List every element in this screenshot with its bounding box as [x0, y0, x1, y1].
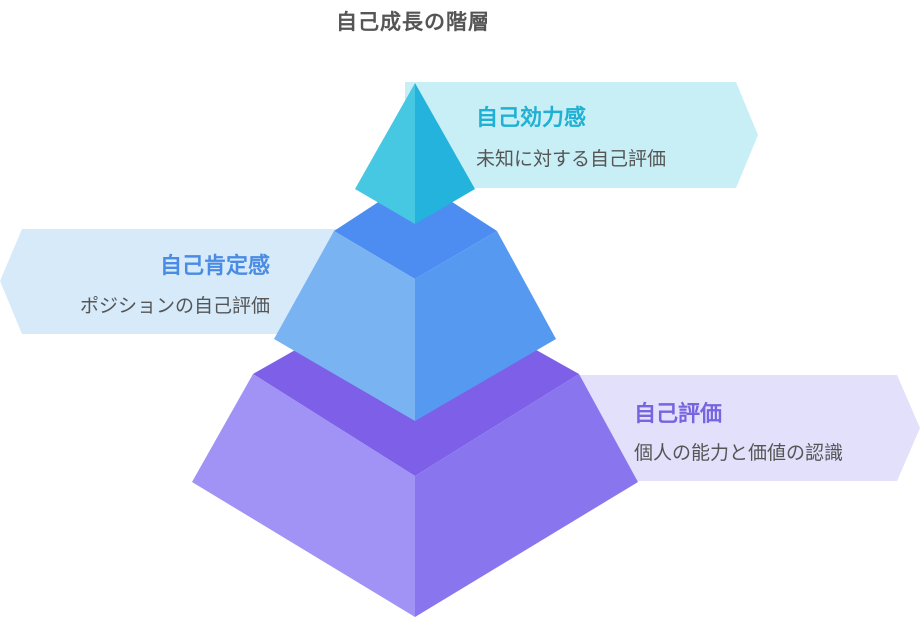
level-description-self-evaluation: 個人の能力と価値の認識	[634, 442, 844, 464]
bottom-tier-right-face	[415, 374, 638, 617]
level-description-self-efficacy: 未知に対する自己評価	[476, 148, 667, 170]
level-title-self-affirmation: 自己肯定感	[159, 254, 270, 279]
bottom-tier-left-face	[192, 374, 415, 617]
level-title-self-efficacy: 自己効力感	[476, 106, 587, 131]
middle-tier-left-face	[274, 231, 415, 421]
top-tier-left-face	[355, 83, 415, 224]
banner-self-efficacy	[405, 82, 758, 188]
level-description-self-affirmation: ポジションの自己評価	[79, 295, 270, 317]
level-title-self-evaluation: 自己評価	[634, 402, 723, 427]
banner-self-affirmation	[0, 229, 340, 334]
banner-self-evaluation	[570, 375, 920, 481]
middle-tier-top-face	[334, 178, 497, 279]
top-tier-right-face	[415, 83, 475, 224]
middle-tier-right-face	[415, 231, 556, 421]
page-title: 自己成長の階層	[336, 10, 490, 34]
